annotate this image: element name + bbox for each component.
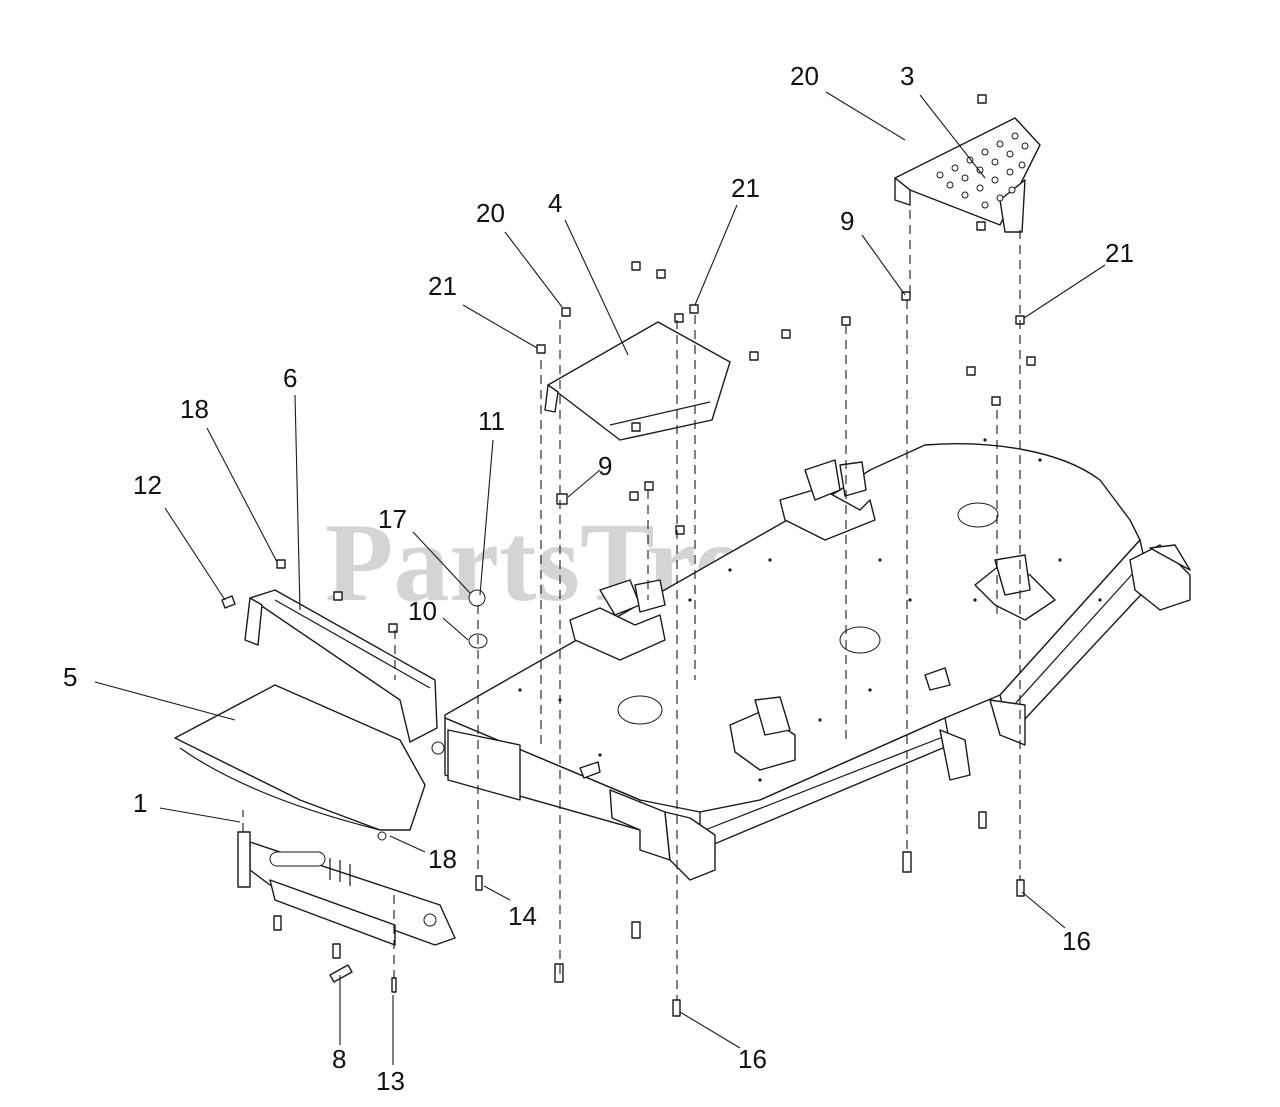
leader-lines — [94, 91, 1106, 1065]
callout-1: 1 — [133, 788, 147, 818]
hardware — [221, 94, 1036, 1017]
callout-10: 10 — [408, 596, 437, 626]
callout-21-right: 21 — [1105, 238, 1134, 268]
part-6-shield — [244, 589, 438, 743]
callout-3: 3 — [900, 61, 914, 91]
callout-20-right: 20 — [790, 61, 819, 91]
callout-21-middle: 21 — [731, 173, 760, 203]
callout-18-bottom: 18 — [428, 844, 457, 874]
callout-8: 8 — [332, 1044, 346, 1074]
callout-5: 5 — [63, 662, 77, 692]
callout-6: 6 — [283, 363, 297, 393]
callout-16-bottom: 16 — [738, 1044, 767, 1074]
callout-18-top: 18 — [180, 394, 209, 424]
assembly-lines — [242, 210, 1021, 1000]
callout-9-right: 9 — [840, 206, 854, 236]
callout-9-left: 9 — [598, 451, 612, 481]
callout-13: 13 — [376, 1066, 405, 1096]
part-5-deflector — [174, 684, 426, 831]
callout-12: 12 — [133, 470, 162, 500]
callout-11: 11 — [478, 406, 505, 436]
part-1-bracket — [237, 831, 456, 946]
callout-16-right: 16 — [1062, 926, 1091, 956]
callout-20-left: 20 — [476, 198, 505, 228]
callout-21-left: 21 — [428, 271, 457, 301]
callout-14: 14 — [508, 901, 537, 931]
callouts: 1 3 4 5 6 8 9 9 10 11 12 13 14 16 16 17 … — [63, 61, 1134, 1096]
callout-17: 17 — [378, 504, 407, 534]
part-3-foot-plate — [894, 117, 1041, 233]
callout-4: 4 — [548, 188, 562, 218]
part-4-cover — [544, 321, 731, 441]
mower-deck — [444, 438, 1191, 881]
